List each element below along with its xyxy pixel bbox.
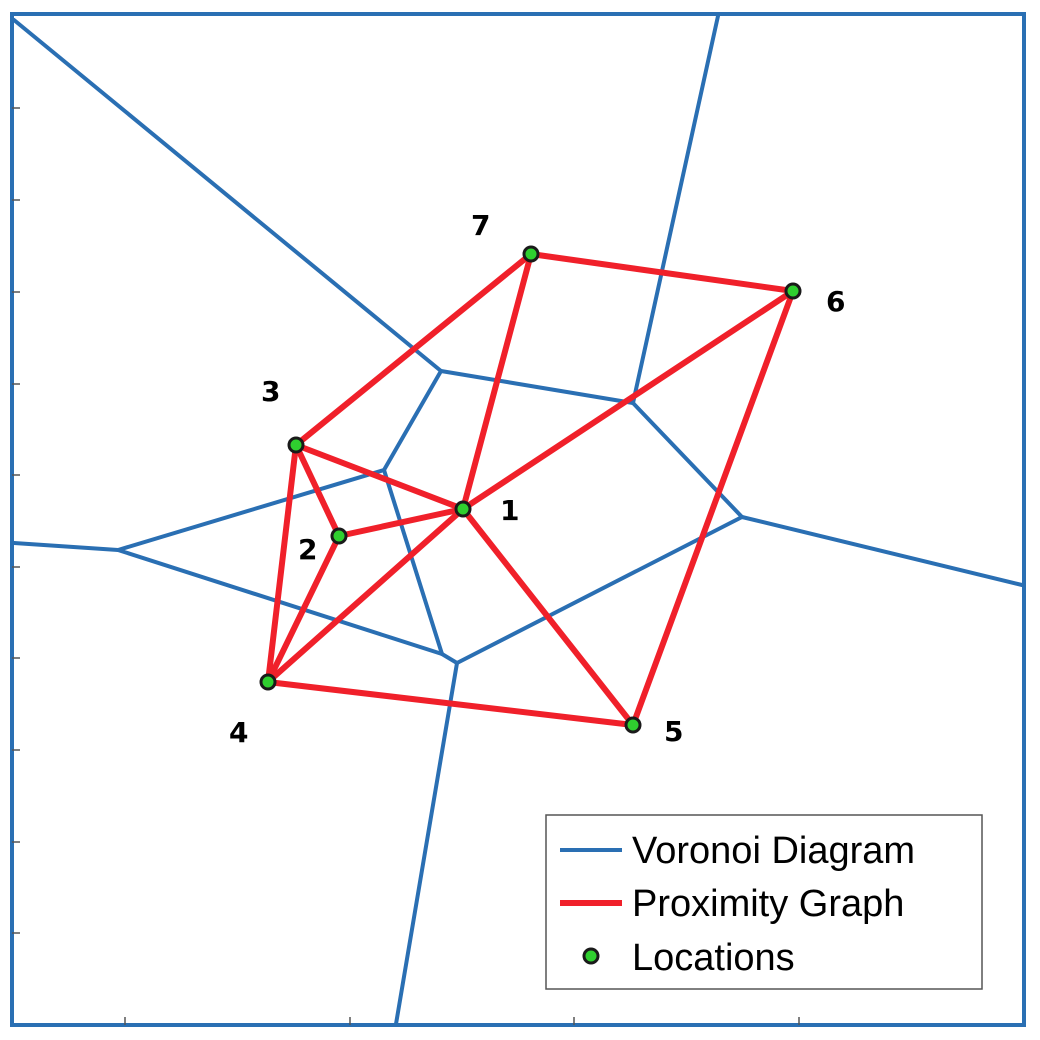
location-7 xyxy=(522,245,540,263)
proximity-edge-2-3 xyxy=(293,442,342,539)
voronoi-edge xyxy=(439,369,635,405)
voronoi-edge xyxy=(394,661,459,1026)
proximity-edge-3-4 xyxy=(265,442,299,685)
location-5 xyxy=(624,716,642,734)
proximity-edge-1-6 xyxy=(460,288,796,512)
proximity-edge-1-5 xyxy=(460,506,636,728)
location-label-4: 4 xyxy=(229,716,248,749)
location-4 xyxy=(259,673,277,691)
proximity-edge-5-6 xyxy=(630,288,796,728)
proximity-edge-4-5 xyxy=(265,679,636,728)
location-label-1: 1 xyxy=(500,494,519,527)
axis-ticks xyxy=(12,107,800,1025)
voronoi-edge xyxy=(631,14,720,405)
voronoi-edge xyxy=(12,18,443,373)
legend-voronoi-label: Voronoi Diagram xyxy=(632,830,915,872)
voronoi-edge xyxy=(455,515,744,665)
location-labels: 1 2 3 4 5 6 7 xyxy=(229,209,845,749)
proximity-edge-1-2 xyxy=(336,506,466,539)
voronoi-edge xyxy=(382,468,444,656)
proximity-edge-2-4 xyxy=(265,533,342,685)
location-label-7: 7 xyxy=(471,209,490,242)
location-1 xyxy=(454,500,472,518)
proximity-edge-6-7 xyxy=(528,251,796,294)
location-2 xyxy=(330,527,348,545)
voronoi-edge xyxy=(116,468,386,552)
voronoi-edge xyxy=(440,652,459,665)
voronoi-edge xyxy=(740,515,1024,587)
legend: Voronoi Diagram Proximity Graph Location… xyxy=(545,814,983,990)
location-label-2: 2 xyxy=(298,533,317,566)
proximity-edge-1-4 xyxy=(265,506,466,685)
voronoi-edge xyxy=(631,401,744,519)
location-markers xyxy=(259,245,802,734)
location-label-3: 3 xyxy=(261,375,280,408)
proximity-edge-3-7 xyxy=(293,251,534,448)
proximity-edge-1-7 xyxy=(460,251,534,512)
legend-locations-label: Locations xyxy=(632,937,795,979)
legend-proximity-label: Proximity Graph xyxy=(632,883,904,925)
voronoi-edge xyxy=(12,541,120,552)
location-label-5: 5 xyxy=(664,715,683,748)
location-label-6: 6 xyxy=(826,285,845,318)
voronoi-edge xyxy=(382,369,443,472)
legend-location-swatch xyxy=(582,947,600,965)
location-3 xyxy=(287,436,305,454)
proximity-edge-1-3 xyxy=(293,442,466,512)
location-6 xyxy=(784,282,802,300)
proximity-graph-edges xyxy=(265,251,796,728)
